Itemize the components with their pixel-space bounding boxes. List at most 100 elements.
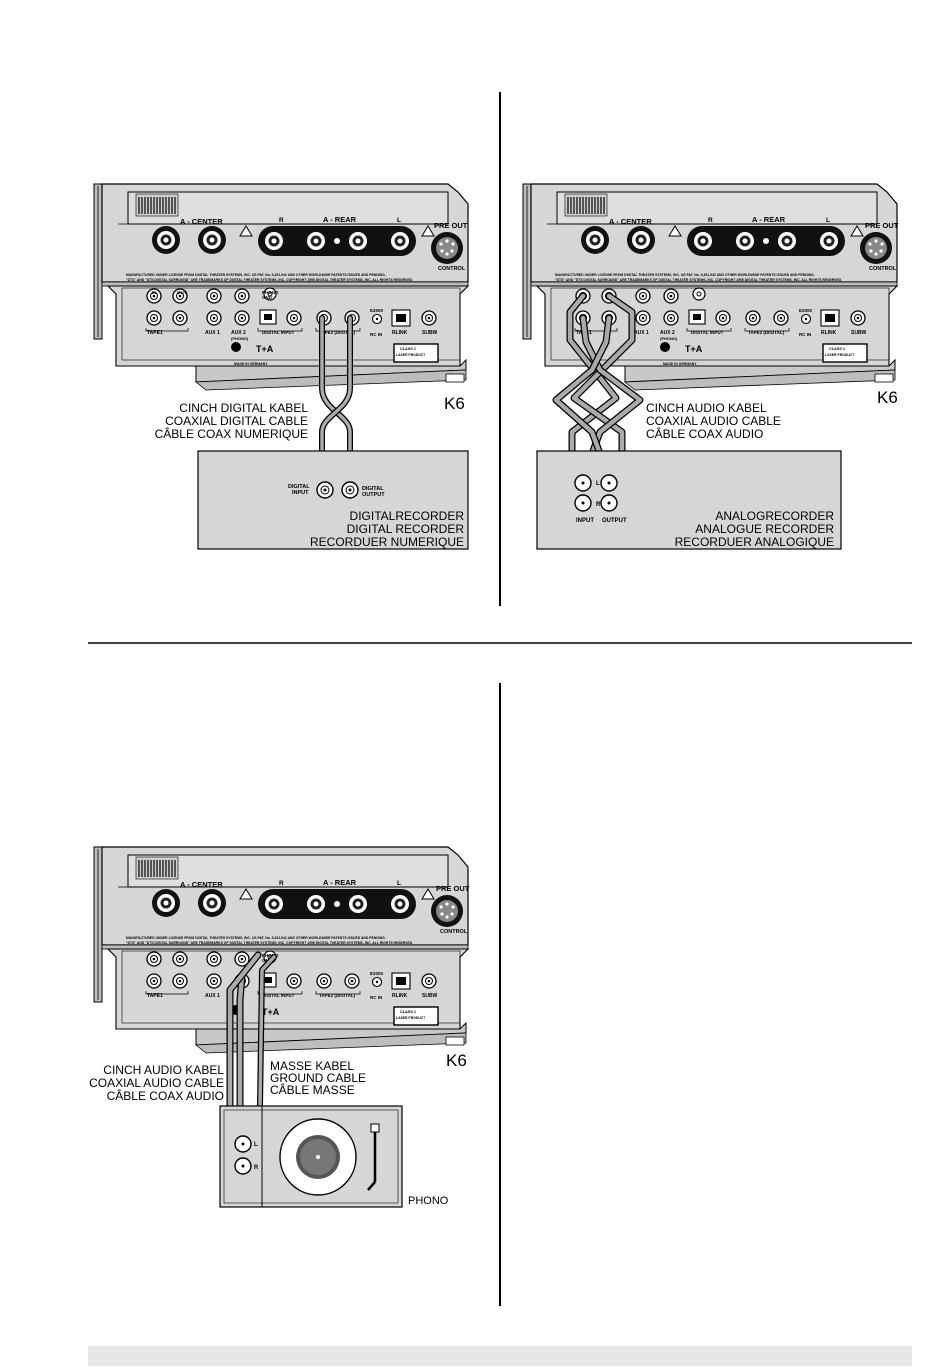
made-in-label: MADE IN GERMANY xyxy=(234,362,268,366)
rcin-label: RC IN xyxy=(370,332,382,337)
recorder-label-line-2: ANALOGUE RECORDER xyxy=(695,522,834,536)
e2000-label: E2000 xyxy=(370,971,384,976)
rear-l-label: L xyxy=(826,217,830,224)
center-label: A - CENTER xyxy=(180,880,223,889)
rear-label: A - REAR xyxy=(323,215,357,224)
panel-digital-recorder: A - CENTER R A - REAR L PRE OUT CONTROL … xyxy=(93,183,469,550)
model-label-k6: K6 xyxy=(446,1051,467,1070)
cable-label-line-2: COAXIAL AUDIO CABLE xyxy=(646,414,781,428)
digital-input-label: DIGITAL INPUT xyxy=(262,993,295,998)
tape2-label: TAPE2 (DIGITAL) xyxy=(319,993,356,998)
laser-product-label: LASER PRODUCT xyxy=(396,1016,426,1020)
recorder-label-line-1: ANALOGRECORDER xyxy=(715,509,834,523)
device-labels-1: A - CENTER R A - REAR L PRE OUT CONTROL … xyxy=(126,215,468,366)
center-label: A - CENTER xyxy=(180,217,223,226)
aux2-phono-label: (PHONO) xyxy=(660,336,678,341)
recorder-jacks-1 xyxy=(316,481,359,499)
preout-label: PRE OUT xyxy=(434,221,468,230)
channel-l-label: L xyxy=(254,1142,258,1148)
cable-label-line-1: CINCH AUDIO KABEL xyxy=(103,1063,224,1077)
input-label: INPUT xyxy=(576,518,594,524)
out-label: OUT xyxy=(177,290,187,295)
rlink-label: RLINK xyxy=(392,330,408,336)
legal-text-1: MANUFACTURED UNDER LICENSE FROM DIGITAL … xyxy=(555,273,815,277)
digital-cable-1 xyxy=(319,315,353,491)
preout-label: PRE OUT xyxy=(865,221,899,230)
ground-label-line-3: CÂBLE MASSE xyxy=(270,1082,355,1097)
k6-rear-panel-2 xyxy=(522,183,898,391)
tonearm xyxy=(367,1123,380,1191)
recorder-jacks-2 xyxy=(574,474,618,512)
aux1-label: AUX 1 xyxy=(634,330,649,336)
control-label: CONTROL xyxy=(438,266,466,272)
tape2-label: TAPE2 (DIGITAL) xyxy=(319,330,356,335)
ground-label-line-2: GROUND CABLE xyxy=(270,1071,366,1085)
footer-bar xyxy=(88,1346,912,1366)
ground-label-line-1: MASSE KABEL xyxy=(270,1059,354,1073)
legal-text-2: "DTS" AND "DTS DIGITAL SURROUND" ARE TRA… xyxy=(555,278,842,282)
recorder-label-line-2: DIGITAL RECORDER xyxy=(347,522,465,536)
k6-rear-panel-3 xyxy=(93,846,469,1054)
rlink-label: RLINK xyxy=(821,330,837,336)
class1-label: CLASS 1 xyxy=(400,347,416,351)
panel-analog-recorder: A - CENTER R A - REAR L PRE OUT CONTROL … xyxy=(522,183,899,550)
digital-input-jack-label: DIGITAL xyxy=(288,484,310,490)
subw-label: SUBW xyxy=(851,330,867,336)
rear-label: A - REAR xyxy=(323,878,357,887)
channel-r-label: R xyxy=(596,502,601,508)
rcin-label: RC IN xyxy=(370,995,382,1000)
k6-rear-panel-1 xyxy=(93,183,469,391)
cable-label-line-1: CINCH AUDIO KABEL xyxy=(646,401,767,415)
digital-input-label: DIGITAL INPUT xyxy=(262,330,295,335)
made-in-label: MADE IN GERMANY xyxy=(663,362,697,366)
e2000-label: E2000 xyxy=(799,308,813,313)
cable-label-line-2: COAXIAL DIGITAL CABLE xyxy=(165,414,308,428)
legal-text-2: "DTS" AND "DTS DIGITAL SURROUND" ARE TRA… xyxy=(126,278,413,282)
recorder-label-line-3: RECORDUER NUMERIQUE xyxy=(310,535,464,549)
subw-label: SUBW xyxy=(422,993,438,999)
in-label: IN xyxy=(152,290,157,295)
model-label-k6: K6 xyxy=(877,388,898,407)
aux1-label: AUX 1 xyxy=(205,993,220,999)
phono-gnd-label-2: GND xyxy=(262,295,273,300)
preout-label: PRE OUT xyxy=(436,884,470,893)
legal-text-2: "DTS" AND "DTS DIGITAL SURROUND" ARE TRA… xyxy=(126,941,413,945)
phono-gnd-label: PHONO xyxy=(262,290,279,295)
laser-product-label: LASER PRODUCT xyxy=(825,353,855,357)
aux2-label: AUX 2 xyxy=(660,330,675,336)
ta-logo: T+A xyxy=(256,344,274,354)
rlink-label: RLINK xyxy=(392,993,408,999)
class1-label: CLASS 1 xyxy=(829,347,845,351)
control-label: CONTROL xyxy=(440,929,468,935)
control-label: CONTROL xyxy=(869,266,897,272)
aux1-label: AUX 1 xyxy=(205,330,220,336)
channel-l-label: L xyxy=(596,481,600,487)
cable-label-line-3: CÂBLE COAX AUDIO xyxy=(646,426,763,441)
cable-label-1: CINCH DIGITAL KABEL COAXIAL DIGITAL CABL… xyxy=(155,401,309,441)
channel-r-label: R xyxy=(254,1165,259,1171)
phono-label: PHONO xyxy=(408,1195,449,1207)
cable-label-line-3: CÂBLE COAX AUDIO xyxy=(107,1088,224,1103)
legal-text-1: MANUFACTURED UNDER LICENSE FROM DIGITAL … xyxy=(126,273,386,277)
recorder-label-line-1: DIGITALRECORDER xyxy=(350,509,465,523)
cable-label-3: CINCH AUDIO KABEL COAXIAL AUDIO CABLE CÂ… xyxy=(89,1063,224,1103)
rear-l-label: L xyxy=(397,880,401,887)
rear-l-label: L xyxy=(397,217,401,224)
tape1-label: TAPE1 xyxy=(147,330,163,336)
digital-recorder-box xyxy=(197,450,469,550)
ground-label: MASSE KABEL GROUND CABLE CÂBLE MASSE xyxy=(270,1059,366,1097)
center-label: A - CENTER xyxy=(609,217,652,226)
tape2-label: TAPE2 (DIGITAL) xyxy=(748,330,785,335)
subw-label: SUBW xyxy=(422,330,438,336)
ta-logo: T+A xyxy=(685,344,703,354)
panel-phono: A - CENTER R A - REAR L PRE OUT CONTROL … xyxy=(89,846,470,1208)
ta-logo: T+A xyxy=(262,1007,280,1017)
rear-label: A - REAR xyxy=(752,215,786,224)
ground-cable xyxy=(257,954,277,1109)
cable-label-line-3: CÂBLE COAX NUMERIQUE xyxy=(155,426,308,441)
rear-r-label: R xyxy=(279,880,284,887)
aux2-phono-label: (PHONO) xyxy=(231,336,249,341)
class1-label: CLASS 1 xyxy=(400,1010,416,1014)
cable-label-line-1: CINCH DIGITAL KABEL xyxy=(179,401,308,415)
